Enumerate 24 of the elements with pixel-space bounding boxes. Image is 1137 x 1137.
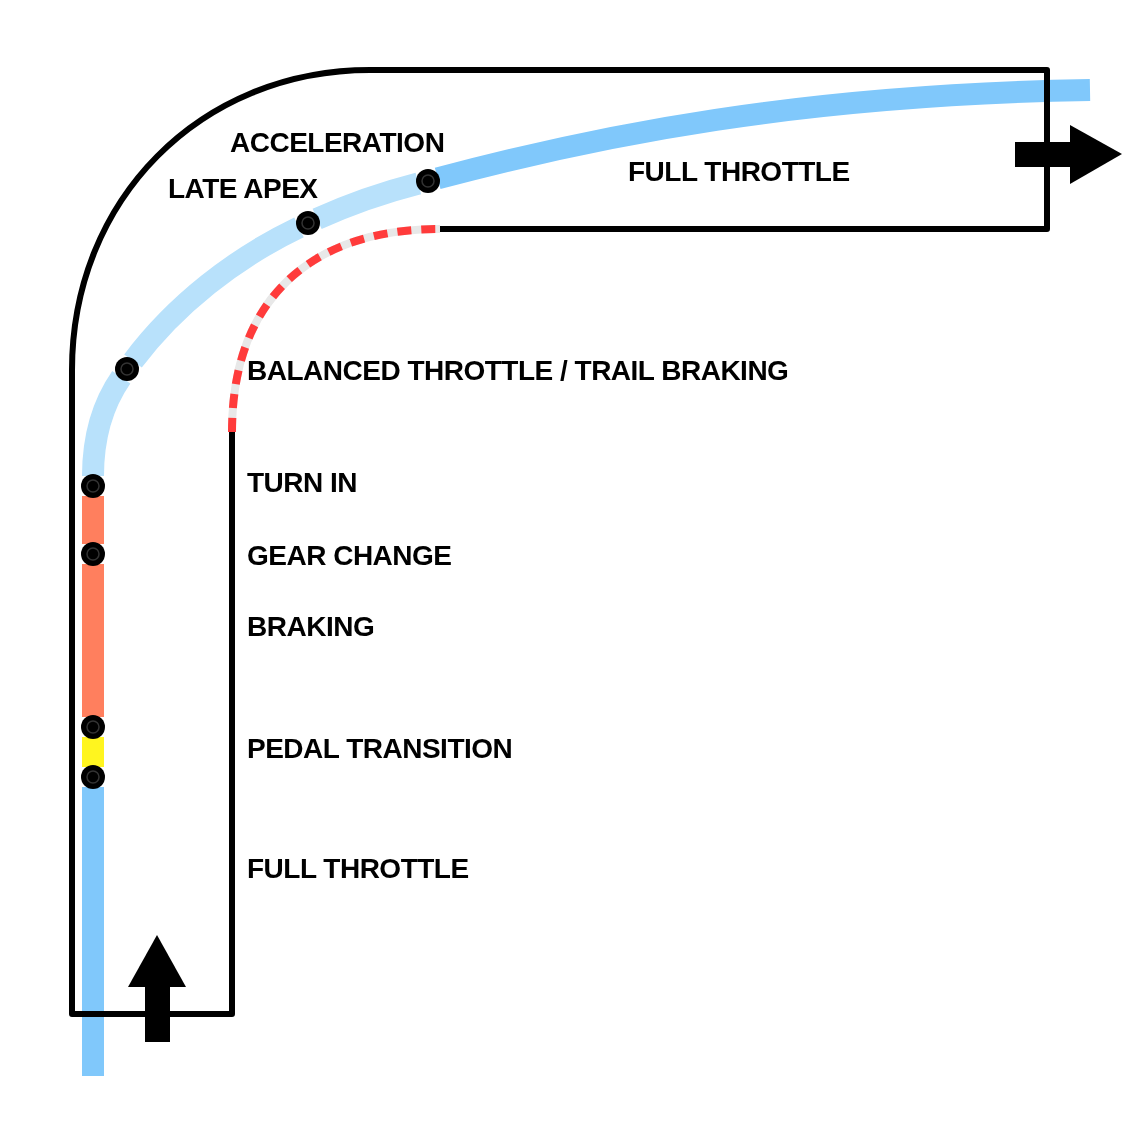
phase-label: TURN IN: [247, 467, 358, 499]
marker-dot: [81, 474, 105, 498]
racing-line: [434, 79, 1091, 190]
racing-line: [82, 564, 104, 717]
phase-label: BRAKING: [247, 611, 375, 643]
racing-line: [82, 371, 131, 477]
racing-line: [82, 737, 104, 767]
racing-line: [82, 787, 104, 1076]
phase-label: LATE APEX: [168, 173, 318, 205]
marker-dot: [81, 765, 105, 789]
phase-label: PEDAL TRANSITION: [247, 733, 513, 765]
marker-dot: [416, 169, 440, 193]
phase-label: GEAR CHANGE: [247, 540, 452, 572]
phase-label: BALANCED THROTTLE / TRAIL BRAKING: [247, 355, 789, 387]
phase-label: FULL THROTTLE: [247, 853, 469, 885]
phase-label: ACCELERATION: [230, 127, 445, 159]
racing-line: [312, 172, 422, 229]
marker-dot: [81, 715, 105, 739]
racing-line: [82, 496, 104, 544]
marker-dot: [296, 211, 320, 235]
racing-line: [124, 217, 304, 368]
marker-dot: [115, 357, 139, 381]
marker-dot: [81, 542, 105, 566]
phase-label: FULL THROTTLE: [628, 156, 850, 188]
